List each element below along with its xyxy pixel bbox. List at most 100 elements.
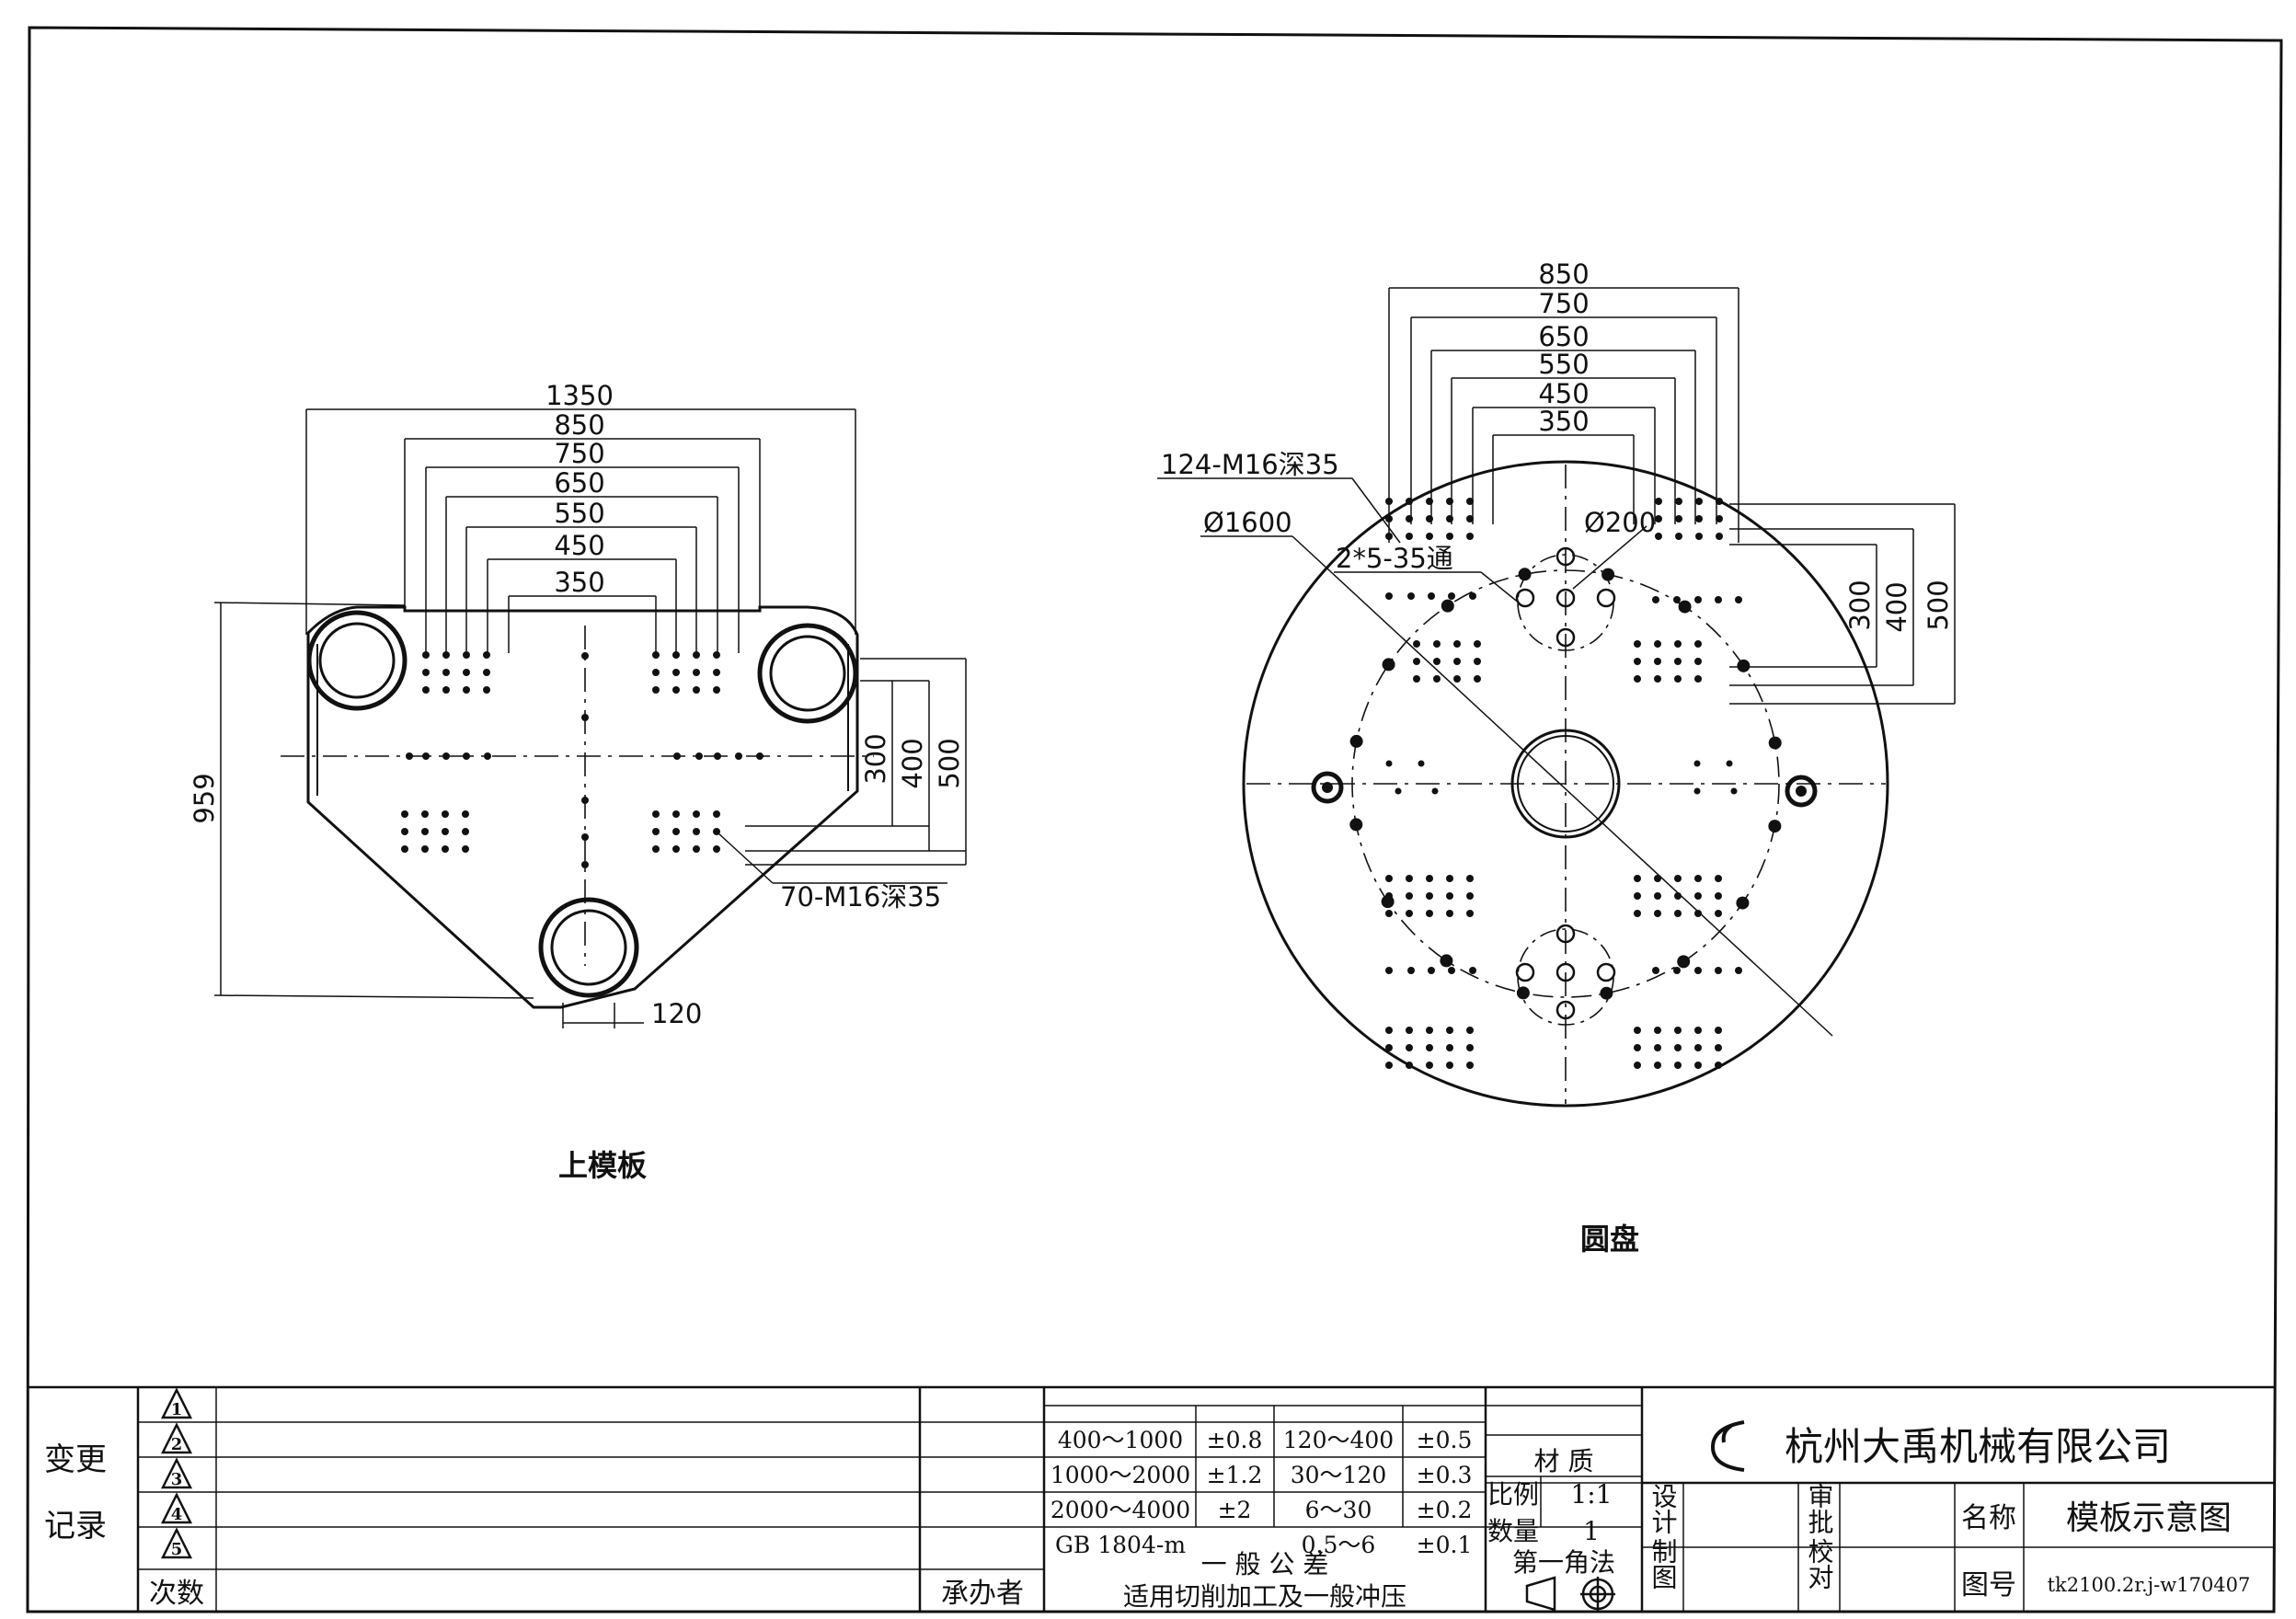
tapped-hole	[1716, 533, 1723, 540]
tapped-hole	[1674, 658, 1682, 665]
bolt-circle-hole	[1600, 986, 1613, 1000]
bolt-circle-hole	[1440, 954, 1453, 968]
count-label: 次数	[149, 1578, 204, 1610]
tapped-hole	[1730, 787, 1738, 795]
tapped-hole	[1433, 658, 1441, 665]
tol-range-a-3: 2000～4000	[1050, 1497, 1190, 1523]
tapped-hole	[1406, 1062, 1413, 1069]
upper-dim-400: 400	[897, 738, 928, 788]
tapped-hole	[1674, 875, 1682, 882]
tapped-hole	[1634, 892, 1641, 900]
revision-mark-number: 5	[171, 1540, 183, 1559]
tapped-hole	[1446, 1027, 1453, 1034]
drawn-label: 制图	[1648, 1538, 1679, 1590]
disc-dim-400: 400	[1881, 581, 1912, 632]
tapped-hole	[1466, 1062, 1474, 1069]
disc-caption: 圆盘	[1580, 1222, 1639, 1257]
tapped-hole	[672, 651, 680, 659]
tapped-hole	[1466, 1044, 1474, 1051]
tapped-hole	[1426, 1044, 1433, 1051]
tapped-hole	[483, 669, 490, 676]
check-label: 校对	[1805, 1538, 1835, 1590]
bolt-circle-hole	[1768, 736, 1782, 750]
pocket-hole	[1556, 924, 1576, 944]
tapped-hole	[713, 810, 720, 818]
bolt-circle-hole	[1516, 986, 1530, 1000]
tapped-hole	[1426, 1062, 1433, 1069]
tapped-hole	[693, 686, 700, 694]
tapped-hole	[652, 669, 660, 676]
tol-range-b-3: 6～30	[1305, 1497, 1372, 1523]
tapped-hole	[421, 828, 429, 835]
bolt-circle-hole	[1441, 599, 1454, 613]
tapped-hole	[713, 669, 720, 676]
tapped-hole	[422, 669, 430, 676]
tapped-hole	[1634, 875, 1641, 882]
tapped-hole	[652, 651, 660, 659]
tapped-hole	[1695, 498, 1703, 505]
tapped-hole	[1694, 875, 1702, 882]
scale-label: 比例	[1487, 1479, 1539, 1510]
disc-pin-right	[1785, 775, 1818, 808]
disc-dim-650: 650	[1538, 321, 1589, 352]
tapped-hole	[1674, 675, 1682, 683]
tapped-hole	[1406, 892, 1413, 900]
tapped-hole	[1431, 787, 1439, 795]
tapped-hole	[1426, 533, 1433, 540]
upper-dim-120: 120	[651, 998, 702, 1029]
bolt-circle-hole	[1678, 600, 1692, 614]
tapped-hole	[421, 810, 429, 818]
tapped-hole	[1693, 787, 1701, 795]
tapped-hole	[581, 652, 589, 660]
tapped-hole	[1466, 875, 1474, 882]
tapped-hole	[1634, 675, 1641, 683]
disc-dim-500: 500	[1923, 580, 1954, 630]
tapped-hole	[1448, 592, 1455, 600]
disc-center-bore	[1510, 729, 1621, 839]
bolt-circle-hole	[1349, 734, 1363, 748]
tapped-hole	[1446, 892, 1453, 900]
tapped-hole	[1652, 967, 1659, 974]
tapped-hole	[693, 828, 700, 835]
pocket-hole	[1556, 627, 1576, 648]
material-label: 材 质	[1534, 1446, 1594, 1476]
tapped-hole	[1716, 498, 1723, 505]
tapped-hole	[1694, 1044, 1702, 1051]
tapped-hole	[1446, 875, 1453, 882]
tapped-hole	[1655, 515, 1662, 522]
disc-dim-550: 550	[1538, 349, 1589, 380]
tapped-hole	[1466, 910, 1474, 917]
upper-plate-view: 1350 850 750 650 550 450 350 300 400 500…	[189, 380, 967, 1183]
tapped-hole	[421, 845, 429, 853]
bolt-circle-hole	[1736, 896, 1750, 910]
tapped-hole	[1634, 1027, 1641, 1034]
tol-standard: GB 1804-m	[1055, 1532, 1186, 1558]
tapped-hole	[672, 810, 680, 818]
tapped-hole	[581, 861, 589, 868]
tapped-hole	[652, 845, 660, 853]
revision-mark-number: 3	[171, 1470, 183, 1489]
tapped-hole	[1654, 892, 1661, 900]
disc-dim-850: 850	[1538, 258, 1589, 290]
tapped-hole	[442, 845, 449, 853]
upper-dim-450: 450	[554, 530, 604, 561]
tapped-hole	[1694, 640, 1702, 648]
tapped-hole	[1413, 675, 1420, 683]
revision-mark-icon: 4	[160, 1492, 193, 1524]
tapped-hole	[693, 651, 700, 659]
tapped-hole	[1426, 910, 1433, 917]
tapped-hole	[1715, 892, 1722, 900]
tapped-hole	[1469, 967, 1476, 974]
tapped-hole	[1474, 675, 1481, 683]
tapped-hole	[1634, 1062, 1641, 1069]
upper-hole-callout: 70-M16深35	[780, 881, 941, 913]
tapped-hole	[1433, 640, 1441, 648]
tapped-hole	[1655, 498, 1662, 505]
upper-dim-300: 300	[860, 733, 891, 784]
tapped-hole	[1406, 1027, 1413, 1034]
tapped-hole	[463, 752, 470, 760]
tapped-hole	[1634, 910, 1641, 917]
tapped-hole	[1715, 1027, 1722, 1034]
tapped-hole	[1407, 967, 1415, 974]
